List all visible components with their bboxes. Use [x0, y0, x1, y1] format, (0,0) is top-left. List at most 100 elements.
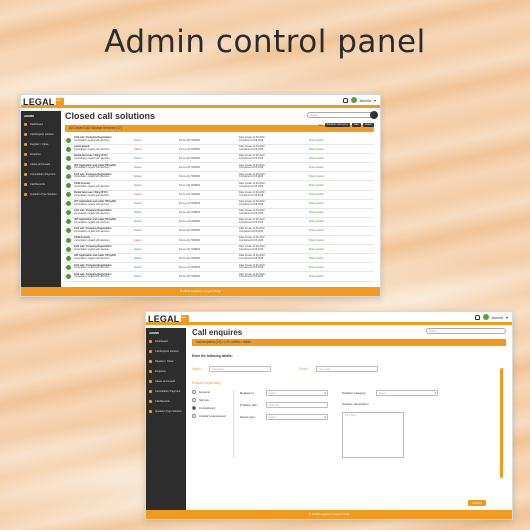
search-input[interactable]: Search	[426, 328, 506, 334]
chevron-down-icon[interactable]: ▾	[373, 97, 376, 103]
table-row[interactable]: VAT Application and retain ITR (pAN)Cons…	[65, 200, 374, 209]
table-row[interactable]: VAT Application and retain ITR (pAN)Cons…	[65, 218, 374, 227]
user-menu[interactable]: Admin ▾	[474, 314, 508, 320]
date-button[interactable]: Date	[352, 123, 362, 127]
avatar[interactable]	[350, 97, 357, 103]
problem-title-field[interactable]: Enter title	[266, 402, 328, 408]
show-solution-link[interactable]: Show solution	[309, 274, 324, 278]
sidebar-item[interactable]: Consultation Payment	[21, 169, 61, 179]
show-solution-link[interactable]: Show solution	[309, 211, 324, 215]
sidebar-item[interactable]: Cases and Leads	[146, 376, 186, 386]
search-input[interactable]: Search	[307, 112, 374, 118]
show-solution-link[interactable]: Show solution	[309, 256, 324, 260]
avatar[interactable]	[482, 314, 489, 320]
section-bar: All Closed Call Solution Services (17)	[65, 125, 374, 132]
list-controls: Sort Solutions with query Date Export	[318, 123, 374, 127]
show-solution-link[interactable]: Show solution	[309, 238, 324, 242]
radio-button[interactable]	[192, 413, 196, 418]
show-solution-link[interactable]: Show solution	[309, 174, 324, 178]
problem-category-select[interactable]: Select	[376, 390, 438, 396]
chevron-down-icon[interactable]: ▾	[505, 314, 508, 320]
type-select[interactable]: Select	[266, 414, 328, 420]
row-date-completed: Completed 12.06.2018	[239, 175, 264, 179]
show-solution-link[interactable]: Show solution	[309, 165, 324, 169]
sidebar-item[interactable]: Cases and Leads	[21, 159, 61, 169]
check-icon	[66, 164, 71, 170]
show-solution-link[interactable]: Show solution	[309, 247, 324, 251]
table-row[interactable]: Rental law issue / filing (KYC)Consultat…	[65, 154, 374, 164]
radio-button[interactable]	[192, 405, 196, 410]
show-solution-link[interactable]: Show solution	[309, 147, 324, 151]
row-date-completed: Completed 12.06.2018	[239, 239, 264, 243]
show-solution-link[interactable]: Show solution	[309, 184, 324, 188]
show-solution-link[interactable]: Show solution	[309, 193, 324, 197]
sidebar-item[interactable]: Question Type Solution	[21, 189, 61, 199]
show-solution-link[interactable]: Show solution	[309, 202, 324, 206]
problem-description-textarea[interactable]: Type here	[342, 412, 404, 458]
enquiry-radio[interactable]: General	[192, 389, 231, 398]
bell-icon[interactable]	[342, 97, 348, 103]
show-solution-link[interactable]: Show solution	[309, 138, 324, 142]
sort-label[interactable]: Sort	[318, 123, 323, 127]
sidebar-item[interactable]: Call Enquire solution	[146, 346, 186, 356]
sidebar-item-icon	[149, 409, 152, 413]
submit-button[interactable]: Submit	[468, 500, 486, 506]
show-solution-link[interactable]: Show solution	[309, 220, 324, 224]
show-solution-link[interactable]: Show solution	[309, 229, 324, 233]
show-solution-link[interactable]: Show solution	[309, 156, 324, 160]
table-row[interactable]: Rental law issue / filing (KYC)Consultat…	[65, 191, 374, 200]
radio-label: Consultancy	[199, 406, 216, 410]
sidebar-item[interactable]: Call Enquire solution	[21, 129, 61, 139]
check-icon	[66, 210, 71, 216]
sidebar-item[interactable]: Call Records	[146, 396, 186, 406]
table-row[interactable]: VAT Application and retain ITR (pAN)Cons…	[65, 163, 374, 173]
page-title: Call enquires	[192, 328, 243, 337]
enquiry-radio[interactable]: Consultancy	[192, 405, 231, 414]
scrollbar[interactable]	[500, 368, 503, 478]
sidebar-item[interactable]: Dashboard	[21, 119, 61, 129]
related-select[interactable]: Select	[266, 390, 328, 396]
sidebar-item[interactable]: Register / Close	[146, 356, 186, 366]
sidebar-item-label: Call Records	[30, 182, 45, 186]
email-label: Email	[299, 367, 308, 371]
radio-label: Invalid/ unanswered	[199, 414, 226, 418]
sidebar-item[interactable]: Call Records	[21, 179, 61, 189]
user-menu[interactable]: Admin ▾	[342, 97, 376, 103]
filter-button[interactable]: Solutions with query	[324, 123, 351, 127]
enquiry-radio[interactable]: Service	[192, 397, 231, 406]
sidebar-item[interactable]: Dashboard	[146, 336, 186, 346]
radio-button[interactable]	[192, 389, 196, 394]
radio-button[interactable]	[192, 397, 196, 402]
row-date-completed: Completed 12.06.2018	[239, 139, 264, 143]
export-button[interactable]: Export	[363, 123, 374, 127]
show-solution-link[interactable]: Show solution	[309, 265, 324, 269]
row-title: VAT Application and retain ITR (pAN)	[74, 199, 116, 203]
enquiry-radio[interactable]: Invalid/ unanswered	[192, 413, 231, 422]
logo[interactable]: LEGAL sor	[148, 313, 189, 324]
sidebar-item[interactable]: Enquiries	[146, 366, 186, 376]
sidebar-item[interactable]: Enquiries	[21, 149, 61, 159]
table-row[interactable]: VAT Application and retain ITR (pAN)Cons…	[65, 254, 374, 264]
name-field[interactable]: Your Name	[209, 366, 272, 372]
email-field[interactable]: Your email	[315, 366, 378, 372]
sidebar-item[interactable]: Register / Close	[21, 139, 61, 149]
logo[interactable]: LEGAL sor	[23, 96, 64, 107]
row-phone: Tel.no:+91 7845624	[179, 247, 201, 251]
search-icon[interactable]	[370, 111, 378, 119]
sidebar-item[interactable]: Consultation Payment	[146, 386, 186, 396]
sidebar-item[interactable]: Question Type Solution	[146, 406, 186, 416]
bell-icon[interactable]	[474, 314, 480, 320]
